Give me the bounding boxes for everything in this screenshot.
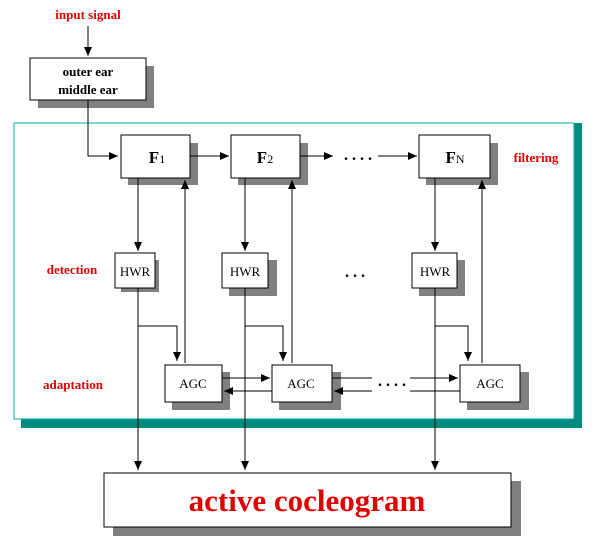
agc-box-1: AGC — [164, 364, 230, 410]
hwr1-to-agc1-path — [138, 325, 181, 361]
filter-2-base: F — [257, 148, 267, 167]
filter-1-sub: 1 — [159, 152, 165, 166]
agc-2-label: AGC — [287, 376, 314, 391]
hwr-box-1: HWR — [114, 252, 159, 292]
agc-box-3: AGC — [459, 364, 529, 410]
output-label: active cocleogram — [189, 483, 426, 518]
detection-label: detection — [47, 262, 98, 277]
agc-box-2: AGC — [271, 364, 341, 410]
agc-1-label: AGC — [179, 376, 206, 391]
svg-text:FN: FN — [445, 148, 464, 167]
filter-n-base: F — [445, 148, 455, 167]
hwr2-to-agc2-path — [245, 325, 287, 361]
hwr-box-3: HWR — [411, 252, 465, 296]
filtering-label: filtering — [514, 150, 559, 165]
hwr-3-label: HWR — [420, 264, 451, 279]
hwr3-to-agc3-path — [435, 325, 472, 361]
filter-box-n: FN — [418, 134, 498, 185]
filter-ellipsis: . . . . — [344, 147, 372, 164]
filter-n-sub: N — [456, 152, 465, 166]
outer-ear-label: outer ear — [63, 64, 114, 79]
filter-1-base: F — [149, 148, 159, 167]
svg-text:F2: F2 — [257, 148, 273, 167]
filter-box-2: F2 — [230, 134, 308, 185]
input-signal-label: input signal — [55, 7, 121, 22]
svg-text:F1: F1 — [149, 148, 165, 167]
filter-2-sub: 2 — [267, 152, 273, 166]
adaptation-label: adaptation — [43, 377, 104, 392]
hwr-1-label: HWR — [120, 264, 151, 279]
middle-ear-label: middle ear — [58, 82, 118, 97]
filter-box-1: F1 — [120, 134, 198, 185]
agc-ellipsis: . . . . — [378, 373, 406, 390]
output-box: active cocleogram — [103, 472, 521, 536]
hwr-box-2: HWR — [221, 252, 277, 296]
hwr-2-label: HWR — [230, 264, 261, 279]
ear-to-filter-path — [87, 100, 118, 160]
outer-middle-ear-box: outer ear middle ear — [29, 57, 154, 108]
hwr-ellipsis: . . . — [345, 264, 365, 281]
agc-3-label: AGC — [476, 376, 503, 391]
